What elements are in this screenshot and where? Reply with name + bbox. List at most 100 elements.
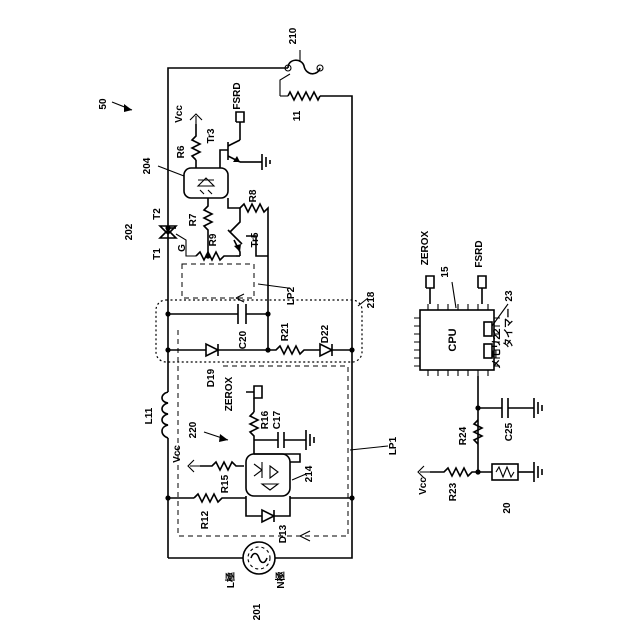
label-11: 11 <box>292 110 303 121</box>
transistor-tr3 <box>228 130 252 162</box>
label-l11: L11 <box>144 407 155 424</box>
resistor-r23 <box>430 468 492 476</box>
label-r7: R7 <box>188 213 199 226</box>
heater-arrow <box>280 74 290 96</box>
photocoupler-214 <box>246 454 290 496</box>
label-c17: C17 <box>272 410 283 429</box>
junction-dot <box>265 347 270 352</box>
coupler-214-leds <box>262 466 278 490</box>
photo-triac-coupler-204 <box>184 168 228 198</box>
resistor-r9 <box>196 252 236 260</box>
diode-d22 <box>320 344 332 356</box>
junction-dot <box>165 495 170 500</box>
label-r15: R15 <box>220 474 231 493</box>
label-lp2: LP2 <box>286 286 297 305</box>
leader-lp1 <box>350 446 388 450</box>
label-fsrd-2: FSRD <box>474 240 485 267</box>
label-timer: タイマー <box>503 308 515 348</box>
label-210: 210 <box>288 27 299 44</box>
fsrd-output-2 <box>478 276 486 304</box>
label-23: 23 <box>504 290 515 302</box>
junction-dot <box>165 225 170 230</box>
ground-symbol-1 <box>252 154 270 170</box>
label-c25: C25 <box>504 422 515 441</box>
resistor-r21 <box>268 346 320 354</box>
resistor-r15 <box>200 462 244 470</box>
label-d22: D22 <box>320 324 331 343</box>
label-22: 22 <box>492 328 503 340</box>
timer-block-23 <box>484 322 492 336</box>
label-r12: R12 <box>200 510 211 529</box>
leader-204 <box>158 166 184 176</box>
heater-11 <box>288 92 320 100</box>
label-220: 220 <box>188 421 199 438</box>
label-fsrd-1: FSRD <box>232 82 243 109</box>
junction-dot <box>349 495 354 500</box>
label-r6: R6 <box>176 145 187 158</box>
label-202: 202 <box>124 223 135 240</box>
label-r9: R9 <box>208 233 219 246</box>
label-t2: T2 <box>152 208 163 220</box>
label-218: 218 <box>366 291 377 308</box>
label-15: 15 <box>440 266 451 278</box>
transistor-tr5 <box>228 208 268 256</box>
label-tr5: Tr5 <box>250 232 261 247</box>
junction-dot <box>349 347 354 352</box>
memory-block-22 <box>484 344 492 358</box>
label-c20: C20 <box>238 330 249 349</box>
vcc-arrow-1 <box>190 114 202 124</box>
junction-dot <box>165 347 170 352</box>
fsrd-input-1 <box>236 112 244 130</box>
diode-d13 <box>262 510 274 522</box>
ac-power-source-201 <box>243 542 275 574</box>
ground-symbol-2 <box>306 430 314 450</box>
label-lp1: LP1 <box>388 436 399 455</box>
ground-symbol-4 <box>534 462 542 482</box>
capacitor-c25 <box>502 398 508 418</box>
cpu-label: CPU <box>447 328 459 351</box>
label-n-pole: N極 <box>274 571 287 588</box>
label-r24: R24 <box>458 426 469 445</box>
junction-dot <box>205 253 210 258</box>
label-201: 201 <box>252 603 263 620</box>
label-d19: D19 <box>206 368 217 387</box>
label-r16: R16 <box>260 410 271 429</box>
label-20: 20 <box>502 502 513 514</box>
junction-dot <box>265 311 270 316</box>
label-r21: R21 <box>280 322 291 341</box>
label-vcc-2: Vcc <box>172 445 183 463</box>
loop-lp1 <box>178 330 348 536</box>
capacitor-c17 <box>278 432 284 448</box>
leader-lp2 <box>258 284 288 288</box>
junction-dot <box>165 311 170 316</box>
label-r23: R23 <box>448 482 459 501</box>
label-r8: R8 <box>248 189 259 202</box>
thermal-fuse-210 <box>285 60 323 74</box>
resistor-r16 <box>250 412 258 454</box>
coupler-214-phototransistor <box>254 462 262 478</box>
coupler-led <box>198 178 214 186</box>
zerox-input-2 <box>426 276 434 304</box>
resistor-r12 <box>194 494 246 502</box>
leader-15 <box>452 282 456 308</box>
diode-d19 <box>206 344 218 356</box>
label-g: G <box>177 244 188 252</box>
capacitor-c20 <box>238 304 246 324</box>
label-50: 50 <box>98 98 109 110</box>
label-t1: T1 <box>152 248 163 260</box>
coupler-light-arrows <box>200 190 212 194</box>
label-l-pole: L極 <box>224 572 237 588</box>
label-d13: D13 <box>278 524 289 543</box>
vcc-arrow-2 <box>188 460 200 472</box>
label-memory: メモリ <box>491 339 503 369</box>
resistor-r6 <box>192 124 200 160</box>
vcc-arrow-3 <box>418 466 430 478</box>
zerox-output-1 <box>246 386 262 398</box>
label-vcc-1: Vcc <box>174 105 185 123</box>
circuit-block-218 <box>156 300 362 362</box>
label-vcc-3: Vcc <box>418 477 429 495</box>
label-204: 204 <box>142 157 153 174</box>
ground-symbol-3 <box>534 398 542 418</box>
label-zerox-1: ZEROX <box>224 376 235 411</box>
